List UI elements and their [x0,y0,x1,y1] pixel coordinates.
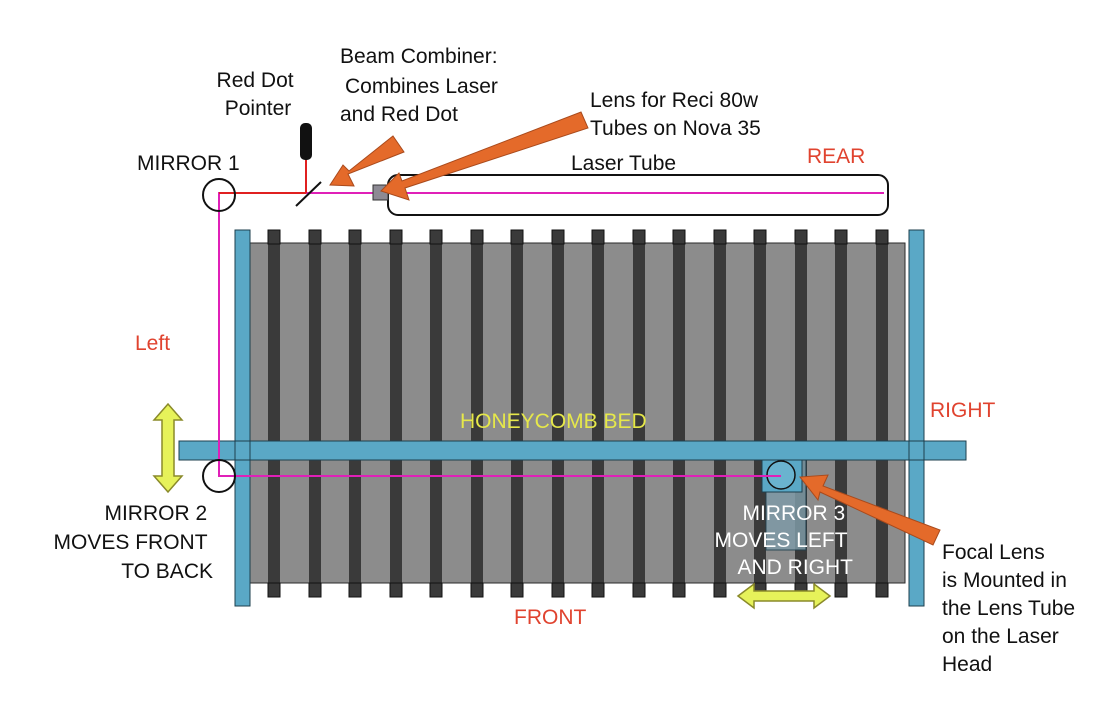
bed-slat [754,243,766,583]
bed-slat [430,243,442,583]
laser-beam-path [218,192,884,477]
bed-slat [390,243,402,583]
laser-tube [387,174,889,216]
bed-slat [714,243,726,583]
bed-slat [268,243,280,583]
mirror1-circle [202,178,236,212]
beam-combiner-label: Beam Combiner: Combines Laser and Red Do… [340,45,504,126]
front-label: FRONT [514,606,586,629]
mirror2-motion-arrow [152,402,184,494]
right-label: RIGHT [930,399,996,422]
beam-combiner-callout-arrow [329,135,405,187]
bed-slat [633,243,645,583]
mirror2-circle [202,459,236,493]
bed-slat [552,243,564,583]
red-dot-pointer [300,123,312,160]
bed-slat [592,243,604,583]
mirror3-motion-arrow [736,582,832,610]
laser-tube-label: Laser Tube [571,152,676,175]
focal-lens-label: Focal Lens is Mounted in the Lens Tube o… [942,541,1081,676]
bed-slat [309,243,321,583]
bed-slat [876,243,888,583]
mirror1-label: MIRROR 1 [137,152,240,175]
left-rail [234,229,251,607]
honeycomb-bed-label: HONEYCOMB BED [460,410,647,433]
bed-slat [349,243,361,583]
mirror2-label: MIRROR 2 MOVES FRONT TO BACK [54,502,213,583]
left-rail-front [234,440,251,461]
bed-slat [471,243,483,583]
focal-lens-callout-arrow [799,474,941,546]
beam-combiner [295,181,322,207]
gantry-rail [178,440,967,461]
reci-lens-label: Lens for Reci 80w Tubes on Nova 35 [590,89,764,140]
rear-label: REAR [807,145,865,168]
right-rail [908,229,925,607]
bed-slat [673,243,685,583]
red-dot-pointer-label: Red Dot Pointer [217,69,300,120]
right-rail-front [908,440,925,461]
bed-slat-ends [267,229,889,598]
left-label: Left [135,332,170,355]
mirror3-label: MIRROR 3 MOVES LEFT AND RIGHT [715,502,854,579]
bed-slat [511,243,523,583]
lens-callout-arrow [380,111,589,201]
